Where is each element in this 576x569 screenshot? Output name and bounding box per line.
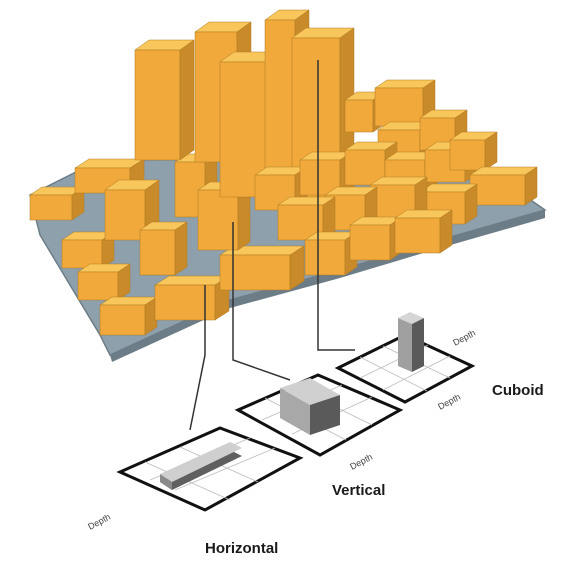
cuboid-panel: Depth Depth Cuboid [334, 312, 544, 412]
connector-lines [189, 60, 355, 431]
building-block [99, 296, 158, 336]
building-block [154, 275, 230, 321]
building-block [139, 221, 188, 276]
vertical-depth-label: Depth [348, 452, 374, 472]
vertical-panel: Depth Vertical [234, 373, 404, 499]
horizontal-shape [160, 442, 242, 490]
building-block [469, 166, 538, 206]
building-block [449, 131, 498, 171]
horizontal-panel: Depth Horizontal [86, 426, 304, 557]
building-block [394, 209, 453, 254]
building-block [349, 216, 403, 261]
building-block [197, 181, 251, 251]
cuboid-label: Cuboid [492, 382, 544, 399]
horizontal-label: Horizontal [205, 540, 278, 557]
building-block [134, 39, 195, 161]
cuboid-shape [398, 312, 424, 372]
building-block [277, 196, 336, 241]
building-block [77, 263, 131, 301]
horizontal-depth-label: Depth [86, 512, 112, 532]
building-blocks [29, 9, 538, 336]
building-block [61, 231, 115, 269]
vertical-shape [280, 378, 340, 435]
cuboid-depth-label-top: Depth [451, 328, 477, 348]
building-block [304, 231, 358, 276]
vertical-label: Vertical [332, 482, 385, 499]
building-block [29, 186, 85, 221]
cuboid-depth-label-bottom: Depth [436, 392, 462, 412]
